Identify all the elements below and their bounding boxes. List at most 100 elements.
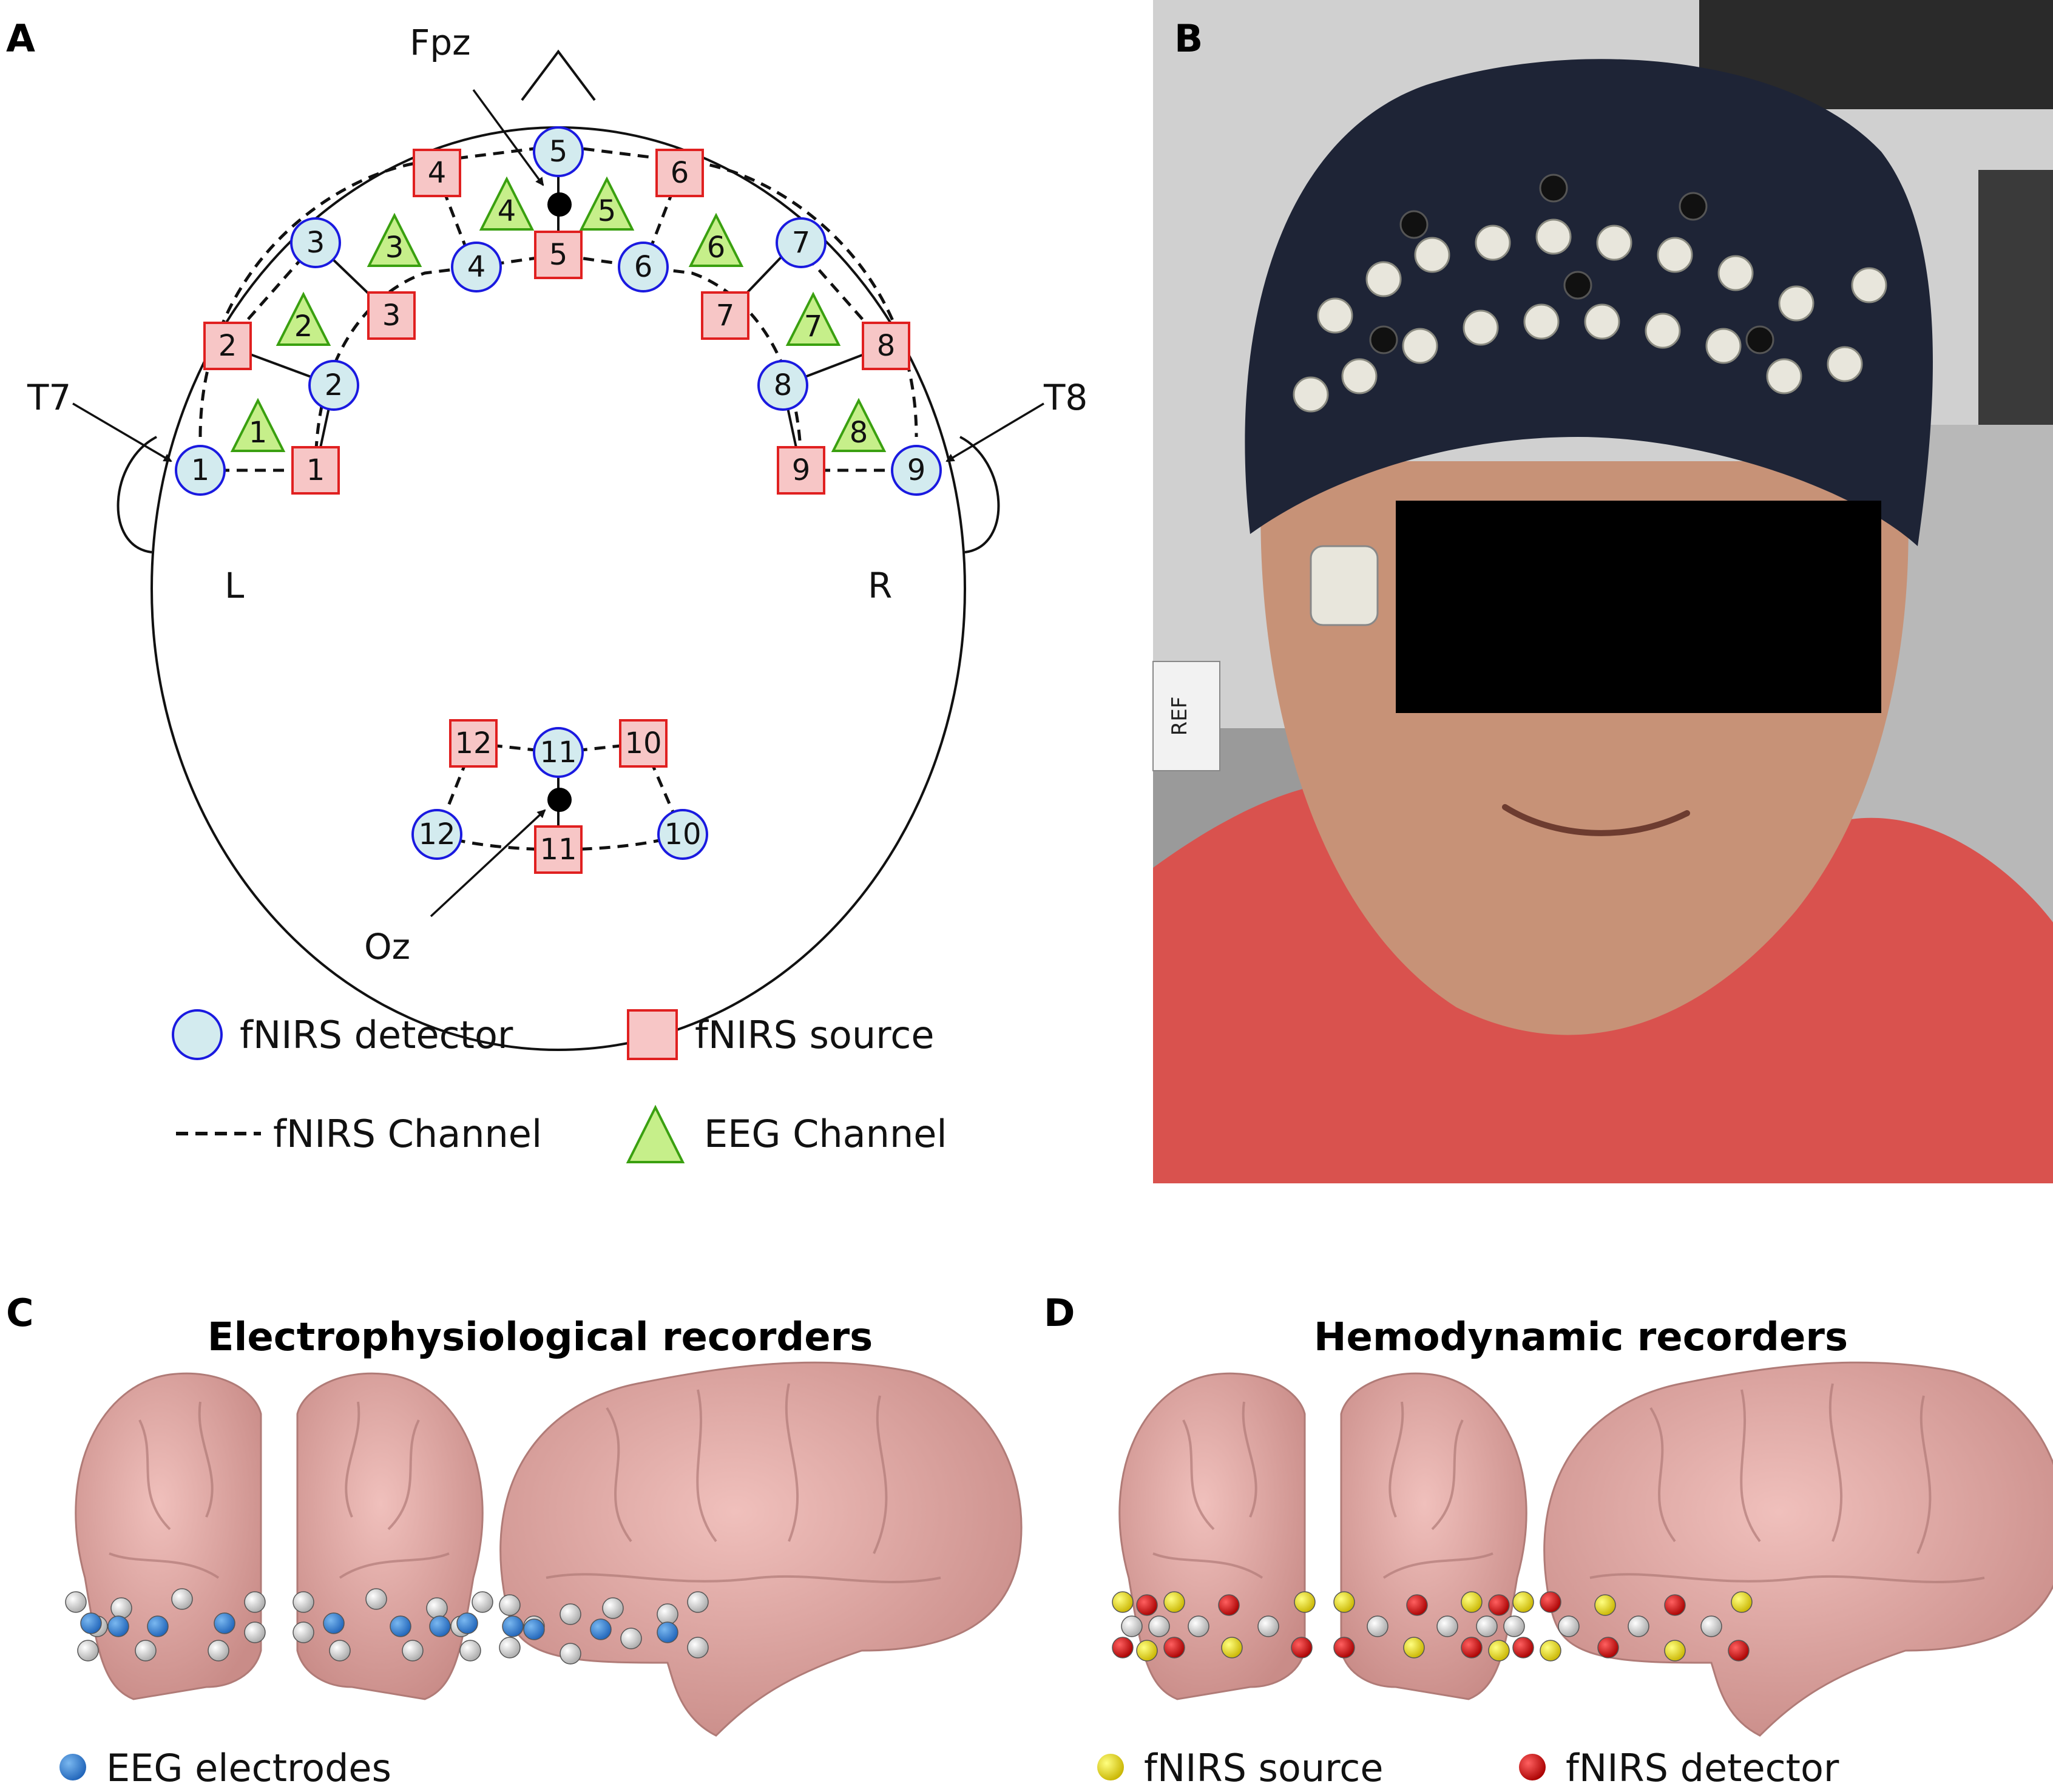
fnirs-detector-9 bbox=[891, 445, 942, 496]
fnirs-detector-7 bbox=[776, 217, 827, 268]
fnirs-optode-dots bbox=[1112, 1591, 1753, 1662]
eeg-electrode-dot-34 bbox=[687, 1591, 709, 1613]
right-label: R bbox=[868, 565, 892, 606]
photo-cap-electrodes bbox=[1293, 218, 1887, 413]
panel-label-c: C bbox=[6, 1291, 34, 1335]
eeg-channel-7 bbox=[785, 291, 841, 346]
eeg-electrode-dot-12 bbox=[147, 1615, 169, 1637]
eeg-electrode-dot-27 bbox=[499, 1594, 521, 1616]
fnirs-source-label-4: 4 bbox=[428, 156, 447, 190]
photo-eeg-cap bbox=[1245, 59, 1933, 546]
right-ear bbox=[959, 436, 1000, 553]
legend-eeg-electrodes-icon bbox=[59, 1754, 86, 1780]
fnirs-detector-3 bbox=[290, 217, 341, 268]
eeg-electrode-dot-24 bbox=[429, 1615, 451, 1637]
fnirs-optode-dot-20 bbox=[1512, 1637, 1534, 1658]
legend-fnirs-detector-icon bbox=[1519, 1754, 1546, 1780]
fnirs-detector-label-10: 10 bbox=[664, 817, 701, 851]
eeg-electrode-dot-39 bbox=[590, 1618, 612, 1640]
fnirs-optode-dot-7 bbox=[1136, 1640, 1158, 1662]
left-ear bbox=[117, 436, 157, 553]
fnirs-optode-dot-19 bbox=[1333, 1591, 1355, 1613]
brain-front-d bbox=[1118, 1372, 1527, 1700]
legend-fnirs-source-label: fNIRS source bbox=[1144, 1746, 1384, 1790]
eeg-channel-label-8: 8 bbox=[850, 416, 868, 450]
fnirs-optode-dot-32 bbox=[1594, 1594, 1616, 1616]
fnirs-optode-dot-22 bbox=[1461, 1637, 1483, 1658]
fnirs-optode-dot-11 bbox=[1121, 1615, 1143, 1637]
panel-label-b: B bbox=[1174, 16, 1203, 61]
t8-label: T8 bbox=[1043, 377, 1087, 418]
eeg-electrode-dot-7 bbox=[244, 1621, 266, 1643]
legend-fnirs-detector-label: fNIRS detector bbox=[1566, 1746, 1839, 1790]
eeg-electrode-dot-5 bbox=[171, 1588, 193, 1610]
fnirs-optode-dot-1 bbox=[1112, 1591, 1134, 1613]
fnirs-optode-dot-27 bbox=[1436, 1615, 1458, 1637]
eeg-electrode-dot-13 bbox=[214, 1612, 235, 1634]
fnirs-source-8 bbox=[862, 322, 910, 370]
fnirs-optode-dot-31 bbox=[1558, 1615, 1580, 1637]
eeg-electrode-dot-8 bbox=[208, 1640, 229, 1662]
fnirs-detector-label-5: 5 bbox=[549, 135, 568, 169]
panel-label-a: A bbox=[6, 16, 35, 61]
fnirs-optode-dot-34 bbox=[1628, 1615, 1649, 1637]
fnirs-optode-dot-13 bbox=[1188, 1615, 1209, 1637]
fnirs-source-3 bbox=[367, 291, 416, 340]
photo-eye-bar bbox=[1396, 501, 1881, 713]
fnirs-source-6 bbox=[655, 149, 704, 197]
eeg-channel-label-4: 4 bbox=[498, 194, 516, 228]
fnirs-optode-dot-37 bbox=[1700, 1615, 1722, 1637]
fnirs-optode-dot-33 bbox=[1597, 1637, 1619, 1658]
fnirs-optode-dot-4 bbox=[1218, 1594, 1240, 1616]
oz-label: Oz bbox=[364, 926, 410, 967]
fnirs-detector-4 bbox=[451, 242, 502, 292]
eeg-channel-4 bbox=[479, 176, 535, 231]
fnirs-source-2 bbox=[203, 322, 252, 370]
eeg-channel-label-2: 2 bbox=[294, 309, 313, 343]
left-label: L bbox=[225, 565, 244, 606]
fnirs-source-12 bbox=[449, 719, 498, 768]
fnirs-source-label-9: 9 bbox=[792, 453, 811, 487]
eeg-electrode-dot-37 bbox=[502, 1615, 524, 1637]
fnirs-source-4 bbox=[413, 149, 461, 197]
eeg-electrode-dot-35 bbox=[687, 1637, 709, 1658]
fnirs-detector-8 bbox=[757, 360, 808, 411]
eeg-electrode-dot-22 bbox=[402, 1640, 424, 1662]
fnirs-optode-dot-26 bbox=[1476, 1615, 1498, 1637]
fnirs-detector-label-9: 9 bbox=[907, 453, 926, 487]
fnirs-source-1 bbox=[291, 446, 340, 495]
eeg-electrode-dot-26 bbox=[323, 1612, 345, 1634]
fnirs-optode-dot-18 bbox=[1406, 1594, 1428, 1616]
oz-arrow bbox=[430, 809, 546, 918]
eeg-electrode-dot-9 bbox=[135, 1640, 157, 1662]
fnirs-source-label-8: 8 bbox=[877, 329, 896, 363]
eeg-electrode-dot-32 bbox=[620, 1628, 642, 1649]
eeg-channel-label-6: 6 bbox=[707, 231, 726, 265]
photo-cap-optodes bbox=[1369, 174, 1774, 354]
eeg-channel-label-5: 5 bbox=[598, 194, 617, 228]
photo-ref-tag bbox=[1152, 661, 1220, 771]
fnirs-source-label-11: 11 bbox=[539, 833, 577, 867]
fnirs-detector-label-3: 3 bbox=[306, 226, 325, 260]
fnirs-detector-label-8: 8 bbox=[774, 368, 793, 402]
eeg-channel-2 bbox=[276, 291, 331, 346]
eeg-channel-3 bbox=[367, 212, 422, 267]
fnirs-source-10 bbox=[619, 719, 668, 768]
fnirs-detector-label-1: 1 bbox=[191, 453, 210, 487]
legend-eeg-icon bbox=[626, 1104, 685, 1163]
fnirs-optode-dot-16 bbox=[1488, 1594, 1510, 1616]
fnirs-detector-label-7: 7 bbox=[792, 226, 811, 260]
t7-arrow bbox=[72, 402, 172, 462]
fnirs-optode-dot-39 bbox=[1728, 1640, 1750, 1662]
fnirs-detector-label-6: 6 bbox=[634, 250, 653, 284]
eeg-electrode-dot-16 bbox=[459, 1640, 481, 1662]
eeg-electrode-dot-23 bbox=[456, 1612, 478, 1634]
fnirs-source-label-2: 2 bbox=[218, 329, 237, 363]
fnirs-detector-12 bbox=[411, 809, 462, 860]
eeg-electrode-dot-33 bbox=[657, 1603, 678, 1625]
panel-d: D Hemodynamic recorders fNIRS source fNI… bbox=[1044, 1291, 2053, 1790]
fnirs-optode-dot-29 bbox=[1540, 1591, 1561, 1613]
fnirs-optode-dot-8 bbox=[1163, 1637, 1185, 1658]
